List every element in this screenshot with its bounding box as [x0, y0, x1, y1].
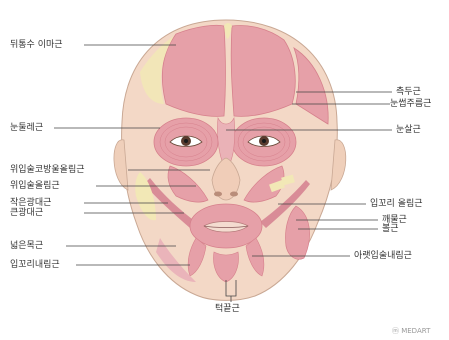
label-depressor-labii-inferioris: 아랫입술내림근 [354, 251, 412, 262]
label-depressor-anguli-oris: 입꼬리내림근 [10, 260, 60, 271]
label-platysma: 넓은목근 [10, 241, 43, 252]
label-corrugator: 눈썹주름근 [390, 99, 431, 110]
label-temporalis: 측두근 [396, 87, 421, 98]
label-mentalis: 턱끝근 [215, 304, 240, 315]
label-procerus: 눈살근 [396, 125, 421, 136]
watermark: ⓜ MEDART [392, 326, 430, 336]
label-levator-labii-superioris: 위입술올림근 [10, 181, 60, 192]
label-zygomaticus-major: 큰광대근 [10, 208, 43, 219]
label-levator-anguli-oris: 입꼬리 올림근 [370, 199, 423, 210]
label-occipitofrontalis: 뒤통수 이마근 [10, 40, 63, 51]
label-orbicularis-oculi: 눈둘레근 [10, 123, 43, 134]
label-levator-labii-alaeque-nasi: 위입술코방울올림근 [10, 165, 85, 176]
label-buccinator: 볼근 [382, 224, 399, 235]
